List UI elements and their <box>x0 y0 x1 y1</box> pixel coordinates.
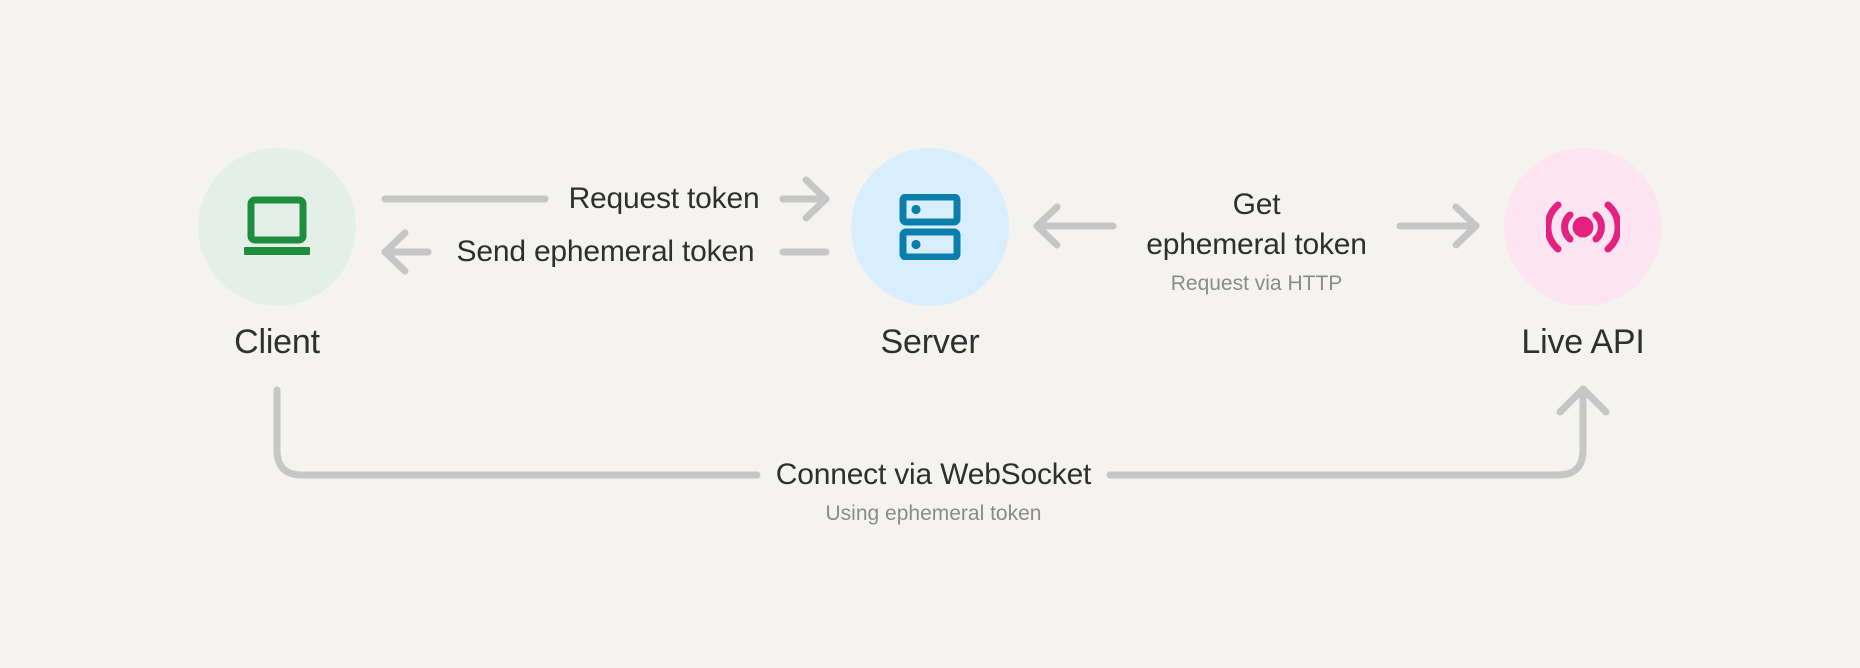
edge-sub-connect-websocket: Using ephemeral token <box>825 502 1042 525</box>
edge-sub-get-ephemeral-token: Request via HTTP <box>1170 272 1343 295</box>
edge-label-send-ephemeral-token: Send ephemeral token <box>428 232 783 272</box>
edge-title-send-ephemeral-token: Send ephemeral token <box>456 235 755 268</box>
server-icon <box>899 194 961 260</box>
edge-title-request-token: Request token <box>568 182 760 215</box>
connector-get-ephemeral-token-right <box>1396 203 1480 249</box>
connector-get-ephemeral-token-left <box>1033 203 1117 249</box>
edge-title-connect-websocket: Connect via WebSocket <box>775 458 1092 491</box>
edge-title-get-ephemeral-token-line1: Get <box>1232 188 1281 221</box>
node-client[interactable]: Client <box>198 148 356 362</box>
connector-connect-websocket-left <box>273 386 761 479</box>
node-server[interactable]: Server <box>851 148 1009 362</box>
node-client-label: Client <box>234 323 320 361</box>
broadcast-icon <box>1546 201 1620 253</box>
node-live-api[interactable]: Live API <box>1504 148 1662 362</box>
connector-connect-websocket-right <box>1106 385 1610 479</box>
edge-label-get-ephemeral-token: Get ephemeral token Request via HTTP <box>1113 185 1400 299</box>
node-server-circle <box>851 148 1009 306</box>
node-server-label: Server <box>880 323 980 361</box>
edge-label-request-token: Request token <box>545 179 783 219</box>
laptop-icon <box>244 196 310 255</box>
connector-request-token <box>381 176 830 222</box>
connector-send-ephemeral-token <box>381 229 830 275</box>
node-client-circle <box>198 148 356 306</box>
node-live-api-label: Live API <box>1521 323 1645 361</box>
edge-title-get-ephemeral-token-line2: ephemeral token <box>1146 228 1367 261</box>
node-live-api-circle <box>1504 148 1662 306</box>
edge-label-connect-websocket: Connect via WebSocket Using ephemeral to… <box>757 455 1110 529</box>
